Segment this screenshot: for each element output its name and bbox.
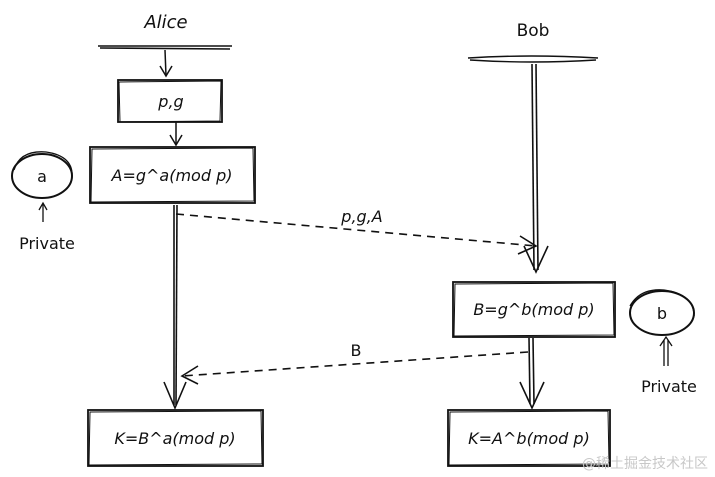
params-box-label: p,g — [157, 92, 183, 111]
alice-secret-circle — [11, 151, 73, 199]
bob-label: Bob — [517, 21, 550, 41]
alice-arrow-to-params — [159, 49, 173, 78]
bob-secret-circle — [629, 289, 695, 336]
bob-secret-label: b — [657, 304, 667, 323]
bob-shared-key-box — [447, 409, 611, 467]
watermark-text: @稀土掘金技术社区 — [582, 456, 708, 472]
alice-private-arrow — [38, 201, 48, 222]
alice-shared-key-label: K=B^a(mod p) — [114, 429, 235, 448]
bob-shared-key-label: K=A^b(mod p) — [468, 429, 590, 448]
alice-arrow-to-shared-key — [163, 204, 187, 411]
params-box — [117, 79, 223, 123]
alice-arrow-to-public-key — [169, 122, 183, 147]
message-label-bob-to-alice: B — [351, 341, 362, 360]
alice-public-key-box — [89, 146, 256, 204]
bob-public-key-label: B=g^b(mod p) — [473, 300, 594, 319]
message-arrowhead-alice-to-bob — [517, 235, 538, 255]
bob-public-key-box — [452, 281, 616, 338]
alice-label: Alice — [143, 12, 187, 33]
message-label-alice-to-bob: p,g,A — [340, 207, 382, 226]
bob-private-arrow — [659, 335, 673, 366]
alice-private-label: Private — [19, 234, 75, 253]
alice-public-key-label: A=g^a(mod p) — [111, 166, 233, 185]
bob-private-label: Private — [641, 377, 697, 396]
bob-header-bar — [467, 55, 599, 63]
alice-shared-key-box — [87, 409, 264, 467]
bob-arrow-to-shared-key — [519, 337, 545, 410]
alice-secret-label: a — [37, 167, 47, 186]
message-arrow-bob-to-alice — [181, 351, 529, 377]
alice-header-bar — [98, 45, 232, 50]
bob-arrow-to-public-key — [523, 63, 549, 274]
message-arrow-alice-to-bob — [175, 213, 537, 247]
message-arrowhead-bob-to-alice — [180, 365, 199, 385]
